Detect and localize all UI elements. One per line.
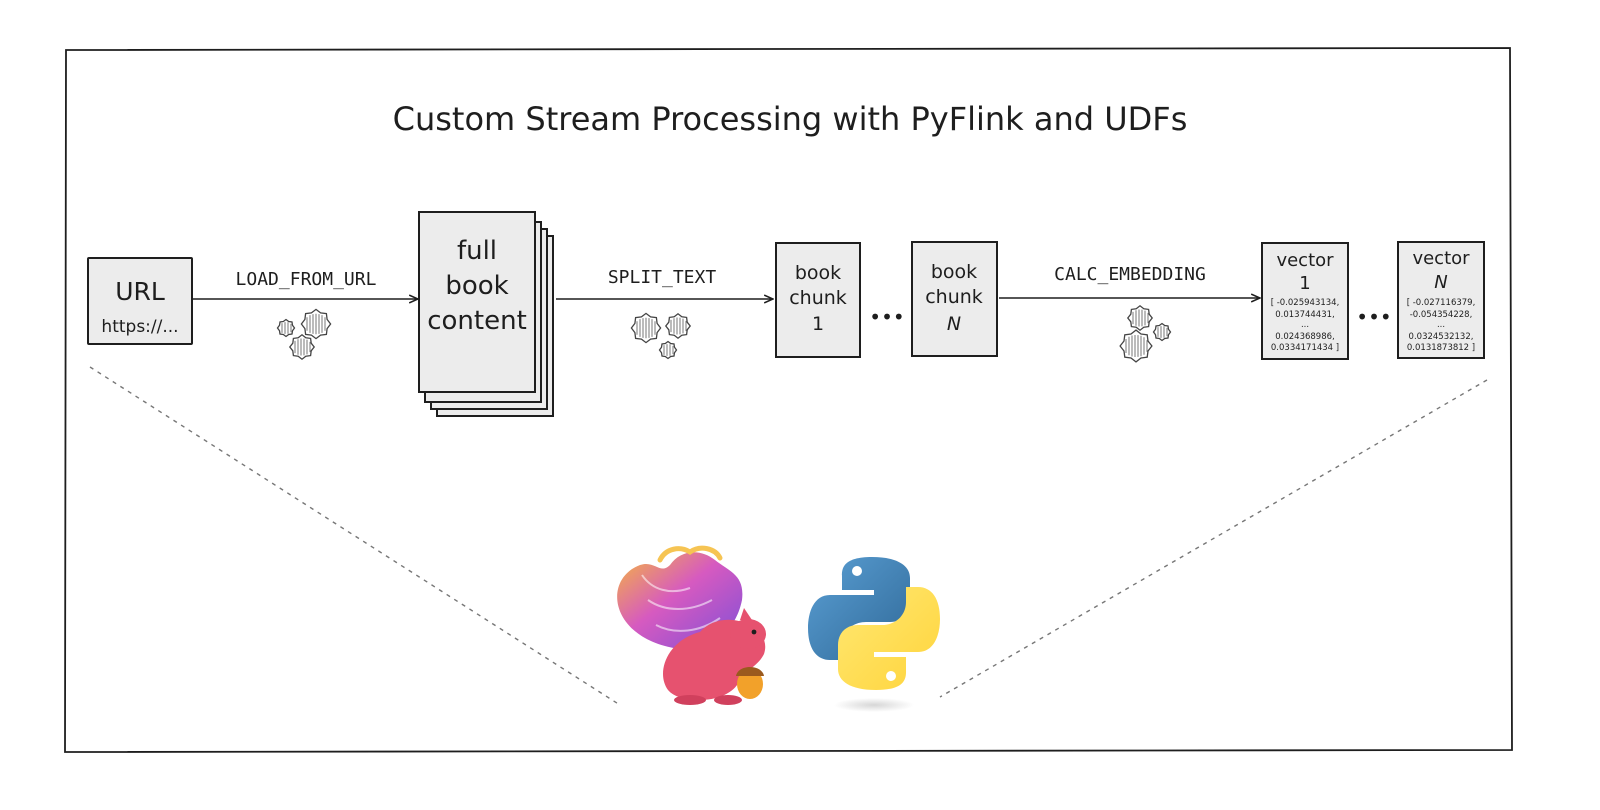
vector-n-value-3: ...: [1437, 320, 1445, 330]
gear-icon: [630, 312, 692, 360]
book-line-2: book: [445, 271, 508, 301]
vector-box-n: vector N [ -0.027116379, -0.054354228, .…: [1397, 241, 1485, 359]
python-icon: [808, 557, 940, 712]
diagram-title: Custom Stream Processing with PyFlink an…: [393, 100, 1188, 138]
chunk-n-line-2: chunk: [925, 286, 983, 308]
step-label-embed: CALC_EMBEDDING: [1054, 264, 1206, 285]
chunk-1-line-1: book: [795, 262, 841, 284]
chunk-box-n: book chunk N: [911, 241, 998, 357]
step-label-load: LOAD_FROM_URL: [236, 269, 377, 290]
book-line-3: content: [427, 306, 527, 336]
step-label-split: SPLIT_TEXT: [608, 267, 717, 288]
funnel-line-left: [89, 366, 621, 706]
vector-1-value-1: [ -0.025943134,: [1271, 298, 1340, 308]
funnel-line-right: [939, 379, 1488, 698]
book-line-1: full: [457, 236, 497, 266]
ellipsis-chunks: •••: [869, 305, 904, 329]
gear-icon: [1119, 304, 1172, 363]
vector-n-value-4: 0.0324532132,: [1409, 332, 1474, 342]
chunk-1-line-2: chunk: [789, 287, 847, 309]
chunk-n-line-3: N: [947, 313, 961, 335]
outer-frame: [64, 47, 1513, 753]
chunk-box-1: book chunk 1: [775, 242, 861, 358]
vector-1-line-1: vector: [1276, 250, 1334, 271]
chunk-n-line-1: book: [931, 261, 977, 283]
gear-icon: [276, 308, 332, 361]
chunk-1-line-3: 1: [812, 313, 824, 335]
vector-1-value-2: 0.013744431,: [1275, 310, 1334, 320]
vector-n-value-2: -0.054354228,: [1410, 310, 1473, 320]
url-box-title: URL: [115, 277, 165, 306]
ellipsis-vectors: •••: [1356, 305, 1391, 329]
vector-1-value-5: 0.0334171434 ]: [1271, 343, 1339, 353]
vector-1-value-4: 0.024368986,: [1275, 332, 1334, 342]
vector-n-line-2: N: [1434, 272, 1447, 293]
vector-n-value-1: [ -0.027116379,: [1407, 298, 1476, 308]
vector-box-1: vector 1 [ -0.025943134, 0.013744431, ..…: [1261, 242, 1349, 360]
url-box: URL https://...: [87, 257, 193, 345]
flink-squirrel-icon: [617, 545, 766, 705]
vector-n-line-1: vector: [1412, 248, 1470, 269]
vector-1-line-2: 1: [1299, 273, 1310, 294]
vector-1-value-3: ...: [1301, 320, 1309, 330]
url-box-subtitle: https://...: [101, 317, 178, 337]
vector-n-value-5: 0.0131873812 ]: [1407, 343, 1475, 353]
book-stack: full book content: [418, 211, 554, 417]
